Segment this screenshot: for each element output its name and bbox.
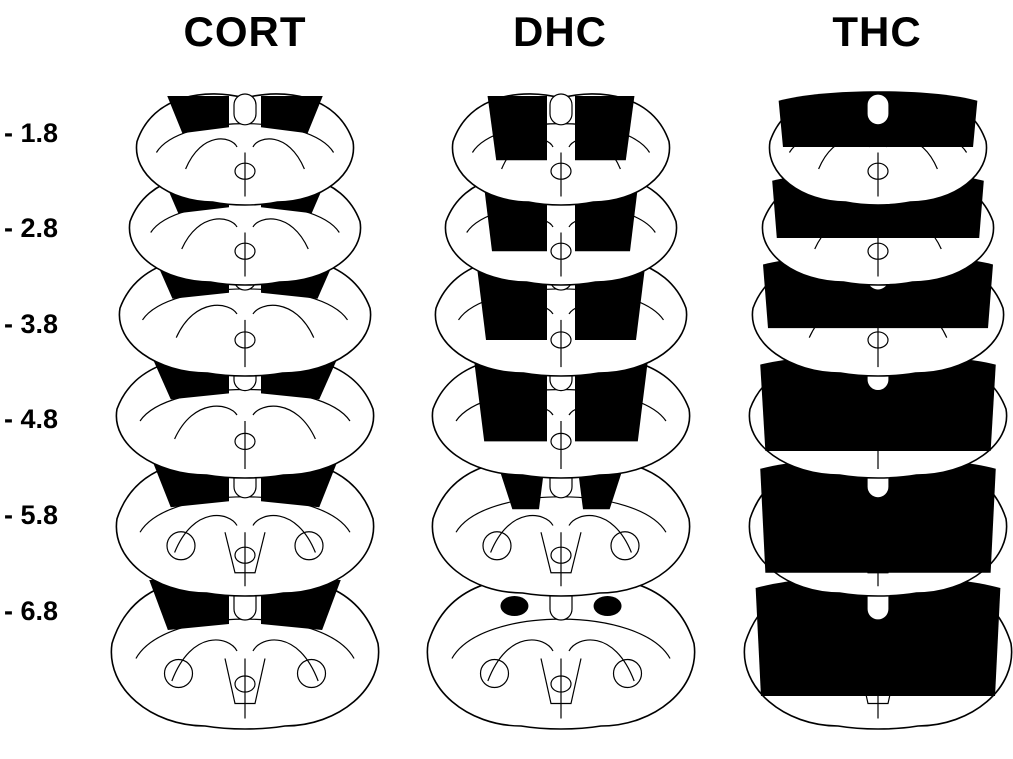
midline-gap [550, 94, 572, 125]
section-col3-level1 [769, 91, 986, 205]
section-col3-level6 [744, 576, 1011, 729]
midline-gap [234, 94, 256, 125]
midline-gap [867, 94, 889, 125]
section-col2-level5 [432, 460, 689, 596]
section-col2-level6 [427, 578, 694, 729]
section-col2-level1 [452, 94, 669, 205]
section-col1-level6 [111, 578, 378, 729]
section-col1-level5 [116, 460, 373, 596]
section-col1-level1 [136, 94, 353, 205]
